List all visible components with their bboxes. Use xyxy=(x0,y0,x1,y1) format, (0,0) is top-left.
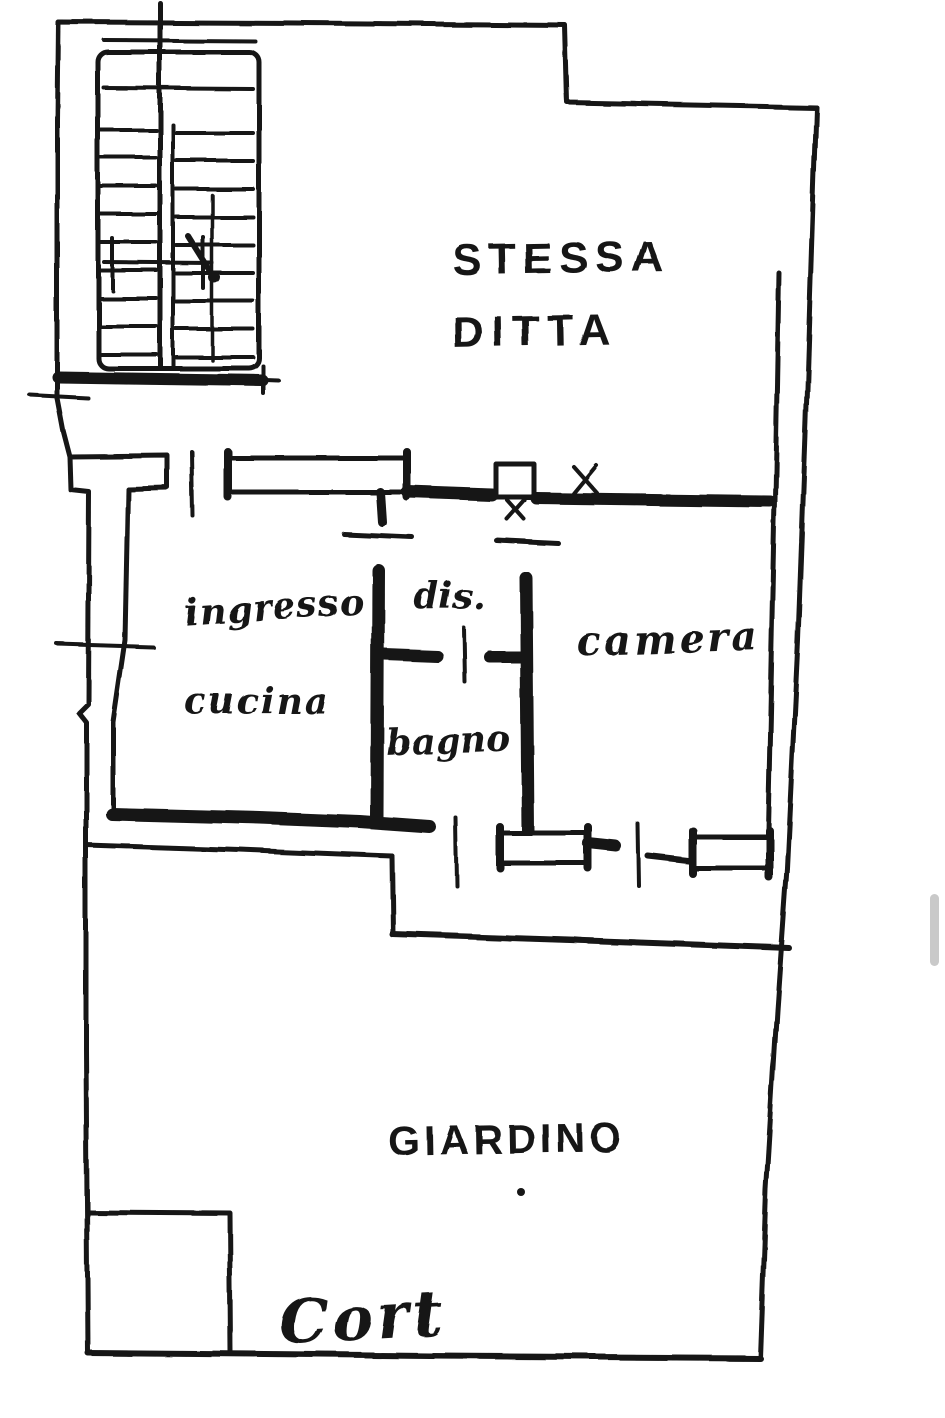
garden-top-edge-left xyxy=(83,842,395,859)
dis-bagno-divider-stub xyxy=(378,648,443,662)
wall-middle-left-segment xyxy=(401,485,499,502)
label-giardino: GIARDINO xyxy=(388,1114,626,1164)
label-bagno: bagno xyxy=(386,718,511,764)
door-swing-dash-1 xyxy=(341,531,415,540)
stair-mid-landing-line xyxy=(102,260,214,265)
terrace-step-left-edge xyxy=(389,853,396,937)
corridor-wall-inner xyxy=(110,486,131,815)
outer-wall-left-lower xyxy=(67,453,171,1356)
walls-layer xyxy=(28,0,819,1361)
apartment-bottom-wall xyxy=(105,807,437,834)
label-camera: camera xyxy=(576,613,761,666)
bottom-door-mark-2 xyxy=(636,822,641,888)
stair-treads-right-flight xyxy=(174,131,255,359)
bottom-door-mark-1 xyxy=(454,816,459,888)
label-ingresso: ingresso xyxy=(183,580,365,634)
stairwell xyxy=(52,38,280,395)
door-swing-dash-2 xyxy=(493,537,561,546)
bottom-wall-stub xyxy=(582,837,622,852)
window-symbol-bottom-2 xyxy=(689,833,772,871)
bagno-left-wall-top-stub xyxy=(375,487,387,527)
wall-middle-right-segment xyxy=(530,492,776,507)
wall-x-mark xyxy=(571,463,599,495)
outer-wall-top xyxy=(54,19,819,401)
stair-arrow-head xyxy=(208,271,220,283)
label-cort: Cort xyxy=(277,1277,449,1359)
stairwell-top-landing-line-1 xyxy=(102,38,257,43)
stairwell-top-landing-line-2 xyxy=(102,86,255,91)
labels-layer: STESSA DITTA ingresso dis. camera cucina… xyxy=(183,232,761,1359)
outer-wall-right-lower xyxy=(757,865,790,1361)
outer-wall-right-upper xyxy=(784,104,819,871)
window-symbol-bottom-2-caps xyxy=(688,826,773,881)
door-symbol-square xyxy=(493,461,537,500)
dis-door-mark xyxy=(462,626,467,684)
stairwell-outline xyxy=(95,49,262,371)
label-cucina: cucina xyxy=(184,680,329,722)
label-ditta: DITTA xyxy=(452,305,619,357)
window-symbol-upper xyxy=(225,455,411,495)
entrance-door-mark xyxy=(190,450,195,518)
terrace-bottom-edge xyxy=(389,931,792,951)
bottom-wall-thin-segment xyxy=(645,853,695,864)
outer-wall-left-upper xyxy=(54,395,73,460)
right-wall-inner xyxy=(765,270,782,833)
stairwell-bottom-wall xyxy=(52,371,268,386)
stair-treads-left-flight xyxy=(98,128,158,356)
bagno-left-wall xyxy=(370,563,385,825)
stairwell-corner-cross xyxy=(249,364,280,395)
window-symbol-bottom-1 xyxy=(497,830,591,866)
door-symbol-cross xyxy=(505,498,526,521)
label-dis: dis. xyxy=(414,576,486,618)
outer-wall-bottom xyxy=(85,1350,763,1361)
label-stessa: STESSA xyxy=(452,232,671,285)
scrollbar-thumb[interactable] xyxy=(930,894,939,966)
dimension-tick-left-upper xyxy=(28,393,90,400)
stair-direction-arrow xyxy=(185,233,216,279)
giardino-dot-mark xyxy=(517,1188,525,1196)
dimension-tick-left-lower xyxy=(55,642,155,649)
camera-left-wall xyxy=(519,571,535,839)
courtyard-square xyxy=(85,1209,234,1355)
